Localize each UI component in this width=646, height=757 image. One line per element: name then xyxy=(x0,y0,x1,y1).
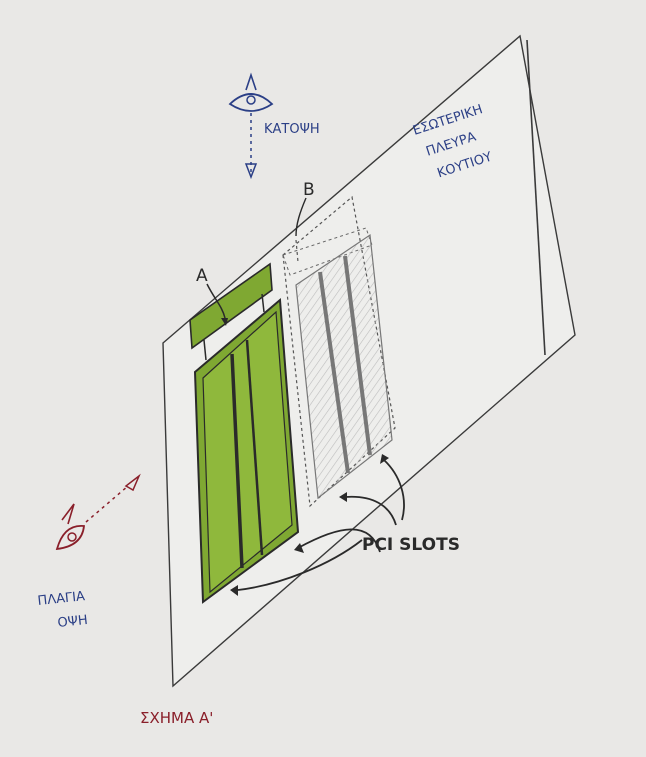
side-view-label-line1: ΠΛΑΓΙΑ xyxy=(37,589,86,609)
marker-a-label: A xyxy=(196,266,208,286)
marker-a-pointer xyxy=(206,283,228,326)
figure-caption: ΣΧΗΜΑ Α' xyxy=(140,709,213,727)
bracket-a xyxy=(189,262,273,361)
pci-card xyxy=(193,297,300,604)
pci-slots-label: PCI SLOTS xyxy=(362,535,460,555)
marker-b-pointer xyxy=(295,197,307,237)
eye-icon xyxy=(55,473,141,551)
empty-slot-b xyxy=(282,195,396,508)
eye-icon xyxy=(228,72,274,180)
side-view-label-line2: ΟΨΗ xyxy=(57,613,89,631)
top-view-label: ΚΑΤΟΨΗ xyxy=(264,122,320,137)
slots-arrows xyxy=(230,454,405,596)
marker-b-label: B xyxy=(303,180,315,200)
